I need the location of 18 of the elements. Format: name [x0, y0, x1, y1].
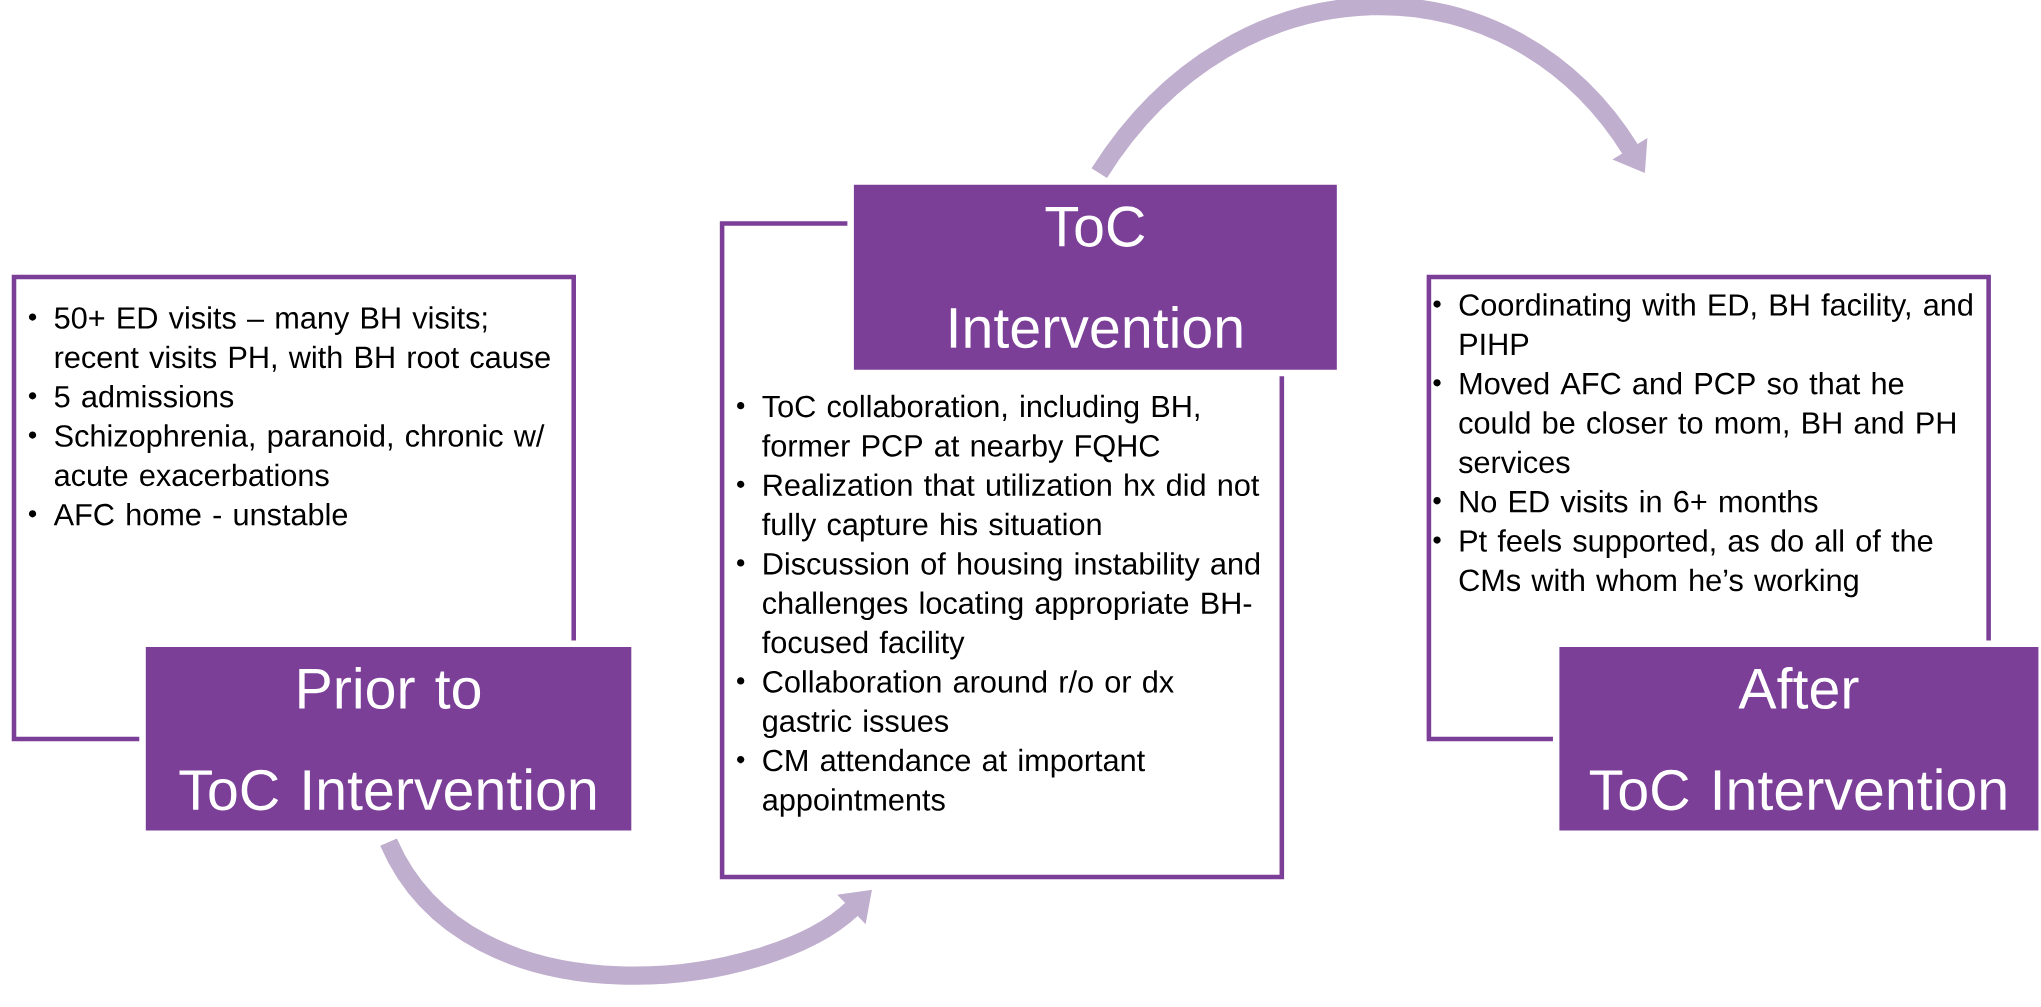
bullet-text: AFC home - unstable [53, 502, 348, 526]
bullet-text: Coordinating with ED, BH facility, and PIHP [1459, 293, 1972, 355]
bullet-text: No ED visits in 6+ months [1460, 489, 1818, 513]
curved-arrow [1091, 0, 1648, 179]
bullet-text: 5 admissions [54, 384, 234, 408]
bullet-text: ToC collaboration, including BH, former PCP at nearby FQHC [762, 394, 1199, 463]
bullet-text: Realization that utilization hx did not fully capture his situation [762, 473, 1260, 542]
bullet-text: Schizophrenia, paranoid, chronic w/ acute exacerbations [54, 424, 545, 486]
title-banner: Prior to ToC Intervention [139, 640, 638, 837]
bullet-text: 50+ ED visits – many BH visits; recent visits PH, with BH root cause [54, 306, 550, 372]
curved-arrow [380, 837, 872, 985]
title-banner: ToC Intervention [847, 178, 1344, 376]
bullet-text: Collaboration around r/o or dx gastric issues [763, 669, 1174, 738]
bullet-text: Discussion of housing instability and challenges locating appropriate BH-focused facility [762, 551, 1260, 660]
title-banner: After ToC Intervention [1552, 640, 2041, 837]
bullet-text: CM attendance at important appointments [763, 748, 1145, 817]
bullet-text: Moved AFC and PCP so that he could be closer to mom, BH and PH services [1459, 371, 1955, 473]
bullet-text: Pt feels supported, as do all of the CMs with whom he’s working [1459, 529, 1933, 597]
